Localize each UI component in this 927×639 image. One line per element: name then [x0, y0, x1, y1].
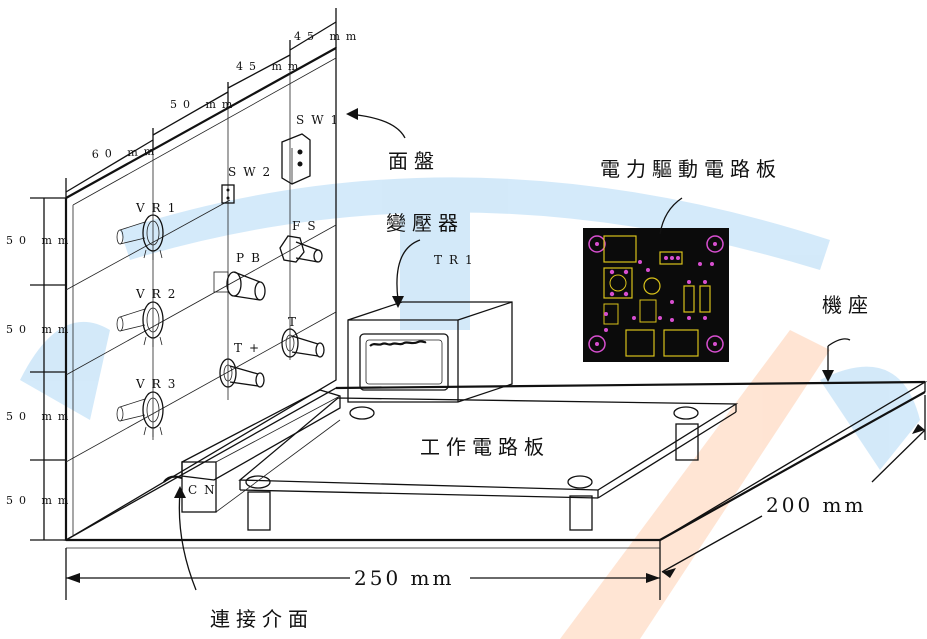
label-vr3: VR3	[135, 377, 182, 391]
label-power-board: 電力驅動電路板	[600, 157, 782, 181]
dim-45-a: 45 mm	[236, 60, 304, 73]
label-t: T	[288, 315, 303, 329]
fs-fuse-holder	[279, 235, 323, 263]
dim-45-b: 45 mm	[294, 30, 362, 43]
dim-v50-1: 50 mm	[6, 234, 74, 247]
pb-push-button	[213, 271, 266, 301]
base-leader	[827, 338, 851, 347]
base-arrowhead	[822, 370, 834, 382]
dim-depth: 200 mm	[766, 493, 866, 517]
vr2-potentiometer	[116, 301, 164, 347]
dim-v50-3: 50 mm	[6, 410, 74, 423]
label-sw2: SW2	[228, 165, 277, 179]
dim-60: 60 mm	[91, 144, 160, 161]
label-pb: PB	[236, 251, 267, 265]
label-transformer: 變壓器	[386, 211, 464, 235]
sw1-switch	[281, 133, 311, 185]
label-t-plus: T+	[234, 341, 266, 355]
vr1-potentiometer	[116, 214, 164, 260]
t-plus-terminal	[219, 358, 265, 388]
left-dimensions	[30, 197, 66, 541]
watermark	[20, 177, 920, 639]
transformer-tr1	[347, 301, 513, 403]
sw2-switch	[221, 184, 235, 204]
cn-connector	[163, 389, 341, 513]
label-work-board: 工作電路板	[420, 435, 550, 459]
t-terminal	[281, 328, 325, 358]
interface-arrowhead	[174, 486, 186, 498]
panel-arrowhead	[346, 108, 358, 120]
base-plate	[63, 380, 927, 549]
label-tr1: TR1	[434, 253, 480, 267]
work-circuit-board	[238, 397, 739, 531]
vr3-potentiometer	[116, 391, 164, 437]
top-dimensions	[65, 8, 337, 200]
label-vr2: VR2	[135, 287, 182, 301]
dim-width: 250 mm	[354, 566, 454, 590]
dim-v50-4: 50 mm	[6, 494, 74, 507]
front-panel	[64, 46, 337, 542]
transformer-leader	[396, 239, 421, 301]
interface-leader	[178, 491, 197, 591]
label-base: 機座	[822, 293, 874, 317]
power-drive-pcb-image	[583, 228, 729, 362]
transformer-arrowhead	[392, 296, 404, 308]
label-panel: 面盤	[388, 149, 440, 173]
label-vr1: VR1	[135, 201, 182, 215]
label-cn: CN	[188, 483, 222, 497]
dim-v50-2: 50 mm	[6, 323, 74, 336]
power-board-leader	[659, 197, 683, 235]
label-sw1: SW1	[296, 113, 345, 127]
dim-50-top: 50 mm	[170, 98, 238, 111]
label-fs: FS	[292, 219, 323, 233]
label-interface: 連接介面	[210, 607, 314, 631]
depth-dimension	[661, 395, 926, 578]
width-dimension	[65, 548, 661, 600]
